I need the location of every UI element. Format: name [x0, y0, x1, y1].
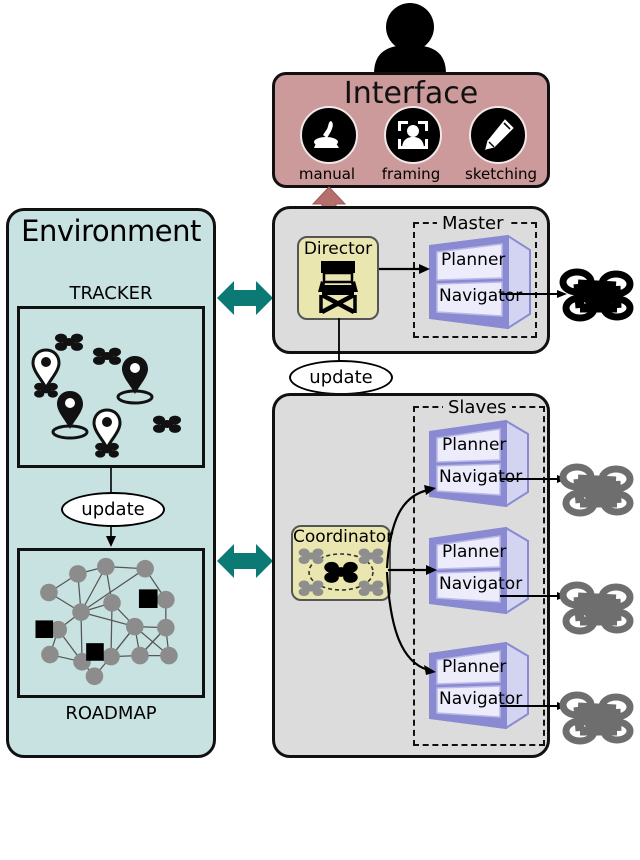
interface-mode-sketching[interactable]: sketching [465, 106, 538, 184]
interface-mode-label: sketching [465, 165, 538, 183]
master-group-label: Master [437, 213, 509, 234]
tracker-scene [17, 306, 205, 468]
slave-navigator-label: Navigator [439, 467, 523, 487]
tracker-label: TRACKER [69, 283, 153, 304]
slave-planner-label: Planner [442, 435, 507, 455]
interface-mode-framing[interactable]: framing [381, 106, 442, 184]
env-slaves-link-arrow [216, 538, 274, 584]
slave-navigator-label: Navigator [439, 574, 523, 594]
slave-drone-icon-1 [558, 460, 636, 522]
roadmap-nodes [40, 557, 178, 686]
pencil-icon [469, 106, 527, 164]
master-slaves-update-label-wrap: update [289, 360, 393, 395]
slaves-group-label-wrap: Slaves [443, 397, 512, 418]
master-module: Planner Navigator [418, 232, 534, 332]
person-framing-icon [384, 106, 442, 164]
slave-module-2: Planner Navigator [420, 525, 536, 617]
director-label: Director [303, 239, 373, 259]
master-group-label-wrap: Master [437, 213, 509, 234]
tracker-viewport [17, 306, 205, 468]
env-master-link-arrow [216, 275, 274, 321]
environment-title: Environment [21, 214, 201, 248]
slave-drone-icon-3 [558, 688, 636, 750]
roadmap-graph [17, 548, 205, 698]
interface-mode-label: framing [381, 165, 441, 183]
coordinator-label: Coordinator [293, 527, 394, 547]
director-box[interactable]: Director [297, 236, 379, 320]
slave-planner-label: Planner [442, 657, 507, 677]
master-slaves-update-label: update [309, 367, 373, 388]
roadmap-label: ROADMAP [65, 703, 157, 724]
master-drone-icon [558, 265, 636, 327]
slaves-group-label: Slaves [443, 397, 512, 418]
swarm-formation-icon [293, 547, 389, 597]
director-to-planner-arrow [379, 262, 431, 276]
slave-planner-label: Planner [442, 542, 507, 562]
environment-update-label-wrap: update [61, 492, 165, 527]
coordinator-to-slaves-arrows [380, 430, 446, 860]
interface-mode-manual[interactable]: manual [297, 106, 358, 184]
interface-mode-label: manual [298, 165, 356, 183]
roadmap-viewport [17, 548, 205, 698]
coordinator-box[interactable]: Coordinator [291, 525, 394, 601]
master-navigator-label: Navigator [439, 286, 523, 306]
master-navigator-to-drone-arrow [500, 288, 568, 300]
director-chair-icon [299, 259, 377, 315]
joystick-icon [300, 106, 358, 164]
user-avatar [369, 2, 451, 74]
roadmap-obstacles [35, 589, 158, 661]
slave-navigator-label: Navigator [439, 689, 523, 709]
slave-module-1: Planner Navigator [420, 418, 536, 510]
slave-drone-icon-2 [558, 578, 636, 640]
interface-title: Interface [343, 76, 479, 111]
master-planner-label: Planner [441, 250, 506, 270]
environment-update-label: update [81, 499, 145, 520]
